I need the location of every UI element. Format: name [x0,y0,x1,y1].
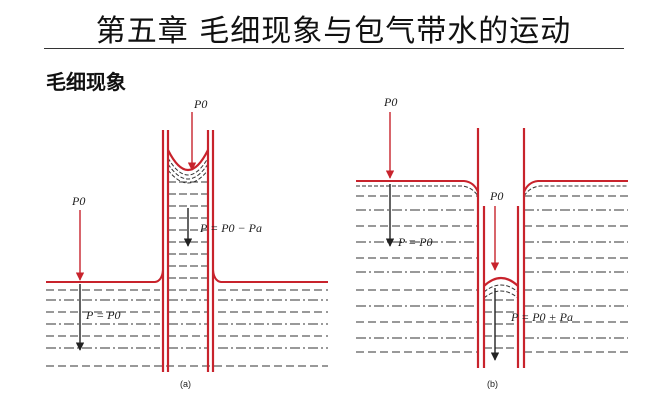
panel-a-free-surface [46,269,164,283]
panel-a: P0 P0 P = P0 P = P0 − Pa (a) [46,97,328,389]
panel-b-outside-relation: P = P0 [397,235,433,249]
panel-b-water-lines [356,185,628,353]
title-divider [44,48,624,49]
panel-a-caption: (a) [180,379,191,389]
panel-b-meniscus [483,276,519,287]
panel-b: P0 P0 P = P0 P = P0 + Pa (b) [356,95,628,389]
panel-b-caption: (b) [487,379,498,389]
panel-b-p0-tube-label: P0 [489,189,503,203]
panel-a-p0-surface-label: P0 [71,194,85,208]
panel-b-p0-surface-label: P0 [383,95,397,109]
panel-a-inside-relation: P = P0 − Pa [199,221,262,235]
panel-b-tube-walls [476,128,526,368]
panel-b-inside-relation: P = P0 + Pa [510,310,573,324]
panel-a-p0-tube-label: P0 [193,97,207,111]
section-heading: 毛细现象 [46,70,126,94]
panel-a-tube-walls [161,130,215,372]
panel-a-outside-relation: P = P0 [85,308,121,322]
panel-a-water-lines [46,157,328,367]
slide-title: 第五章 毛细现象与包气带水的运动 [95,14,572,49]
